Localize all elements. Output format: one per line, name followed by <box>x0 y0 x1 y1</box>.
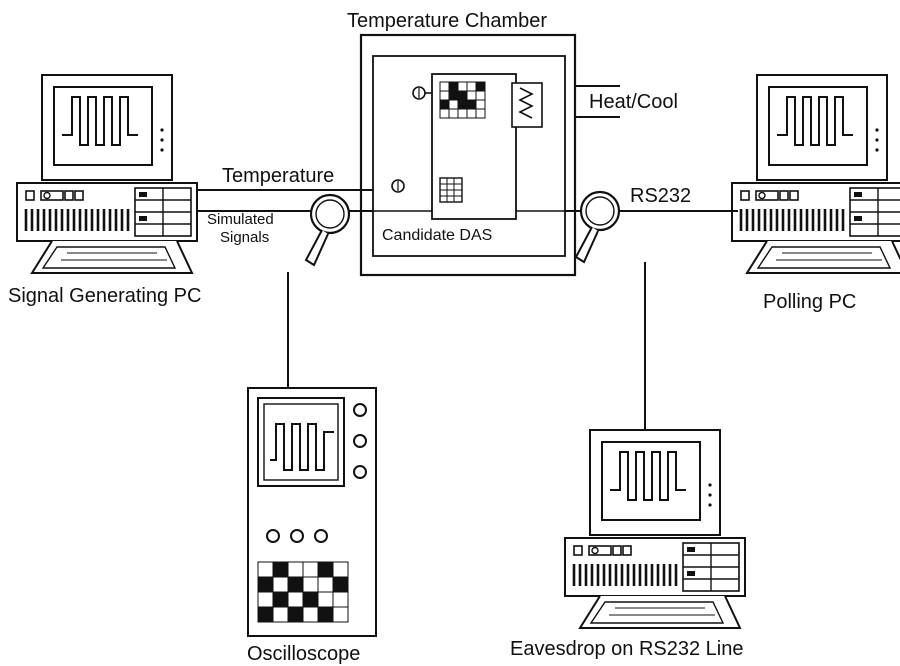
grid-cell <box>475 81 486 92</box>
grid-cell <box>257 591 274 608</box>
das-keypad <box>439 177 463 203</box>
grid-cell <box>439 81 450 92</box>
grid-cell <box>466 108 477 119</box>
grid-cell <box>302 576 319 593</box>
grid-cell <box>302 561 319 578</box>
heater-coil-icon <box>511 82 543 128</box>
grid-cell <box>287 591 304 608</box>
grid-cell <box>287 606 304 623</box>
grid-cell <box>317 606 334 623</box>
grid-cell <box>272 591 289 608</box>
grid-cell <box>457 90 468 101</box>
signal-generating-pc <box>15 73 199 275</box>
chamber-label: Temperature Chamber <box>347 10 547 32</box>
eavesdrop-pc <box>563 428 747 630</box>
grid-cell <box>272 576 289 593</box>
grid-cell <box>439 108 450 119</box>
grid-cell <box>475 108 486 119</box>
grid-cell <box>272 606 289 623</box>
grid-cell <box>317 561 334 578</box>
grid-cell <box>448 108 459 119</box>
temperature-label: Temperature <box>222 165 334 187</box>
thermal-sensor-icon <box>391 179 405 193</box>
grid-cell <box>272 561 289 578</box>
grid-cell <box>466 81 477 92</box>
grid-cell <box>439 99 450 110</box>
grid-cell <box>457 108 468 119</box>
rs232-label: RS232 <box>630 185 691 207</box>
grid-cell <box>317 576 334 593</box>
heat-cool-label: Heat/Cool <box>589 91 678 113</box>
grid-cell <box>332 561 349 578</box>
grid-cell <box>302 606 319 623</box>
grid-cell <box>257 561 274 578</box>
grid-cell <box>287 576 304 593</box>
grid-cell <box>332 576 349 593</box>
grid-cell <box>448 99 459 110</box>
grid-cell <box>287 561 304 578</box>
polling-pc <box>730 73 900 275</box>
grid-cell <box>466 90 477 101</box>
thermal-sensor-icon <box>412 86 432 100</box>
grid-cell <box>257 576 274 593</box>
grid-cell <box>448 90 459 101</box>
grid-cell <box>448 81 459 92</box>
simulated-label: Simulated <box>207 211 274 228</box>
grid-cell <box>439 90 450 101</box>
grid-cell <box>475 99 486 110</box>
grid-cell <box>332 591 349 608</box>
grid-cell <box>457 81 468 92</box>
polling-pc-label: Polling PC <box>763 291 856 313</box>
grid-cell <box>257 606 274 623</box>
signals-label: Signals <box>220 229 269 246</box>
grid-cell <box>332 606 349 623</box>
grid-cell <box>302 591 319 608</box>
oscilloscope-keypad-grid <box>257 561 349 623</box>
grid-cell <box>457 99 468 110</box>
temperature-chamber <box>359 33 620 277</box>
grid-cell <box>317 591 334 608</box>
oscilloscope <box>247 387 377 637</box>
eavesdrop-label: Eavesdrop on RS232 Line <box>510 638 744 660</box>
grid-cell <box>466 99 477 110</box>
signal-probe-icon <box>304 193 351 267</box>
rs232-probe-icon <box>574 190 621 264</box>
grid-cell <box>475 90 486 101</box>
signal-generating-pc-label: Signal Generating PC <box>8 285 201 307</box>
oscilloscope-label: Oscilloscope <box>247 643 360 665</box>
candidate-das-label: Candidate DAS <box>382 227 492 244</box>
das-display-grid <box>439 81 486 119</box>
